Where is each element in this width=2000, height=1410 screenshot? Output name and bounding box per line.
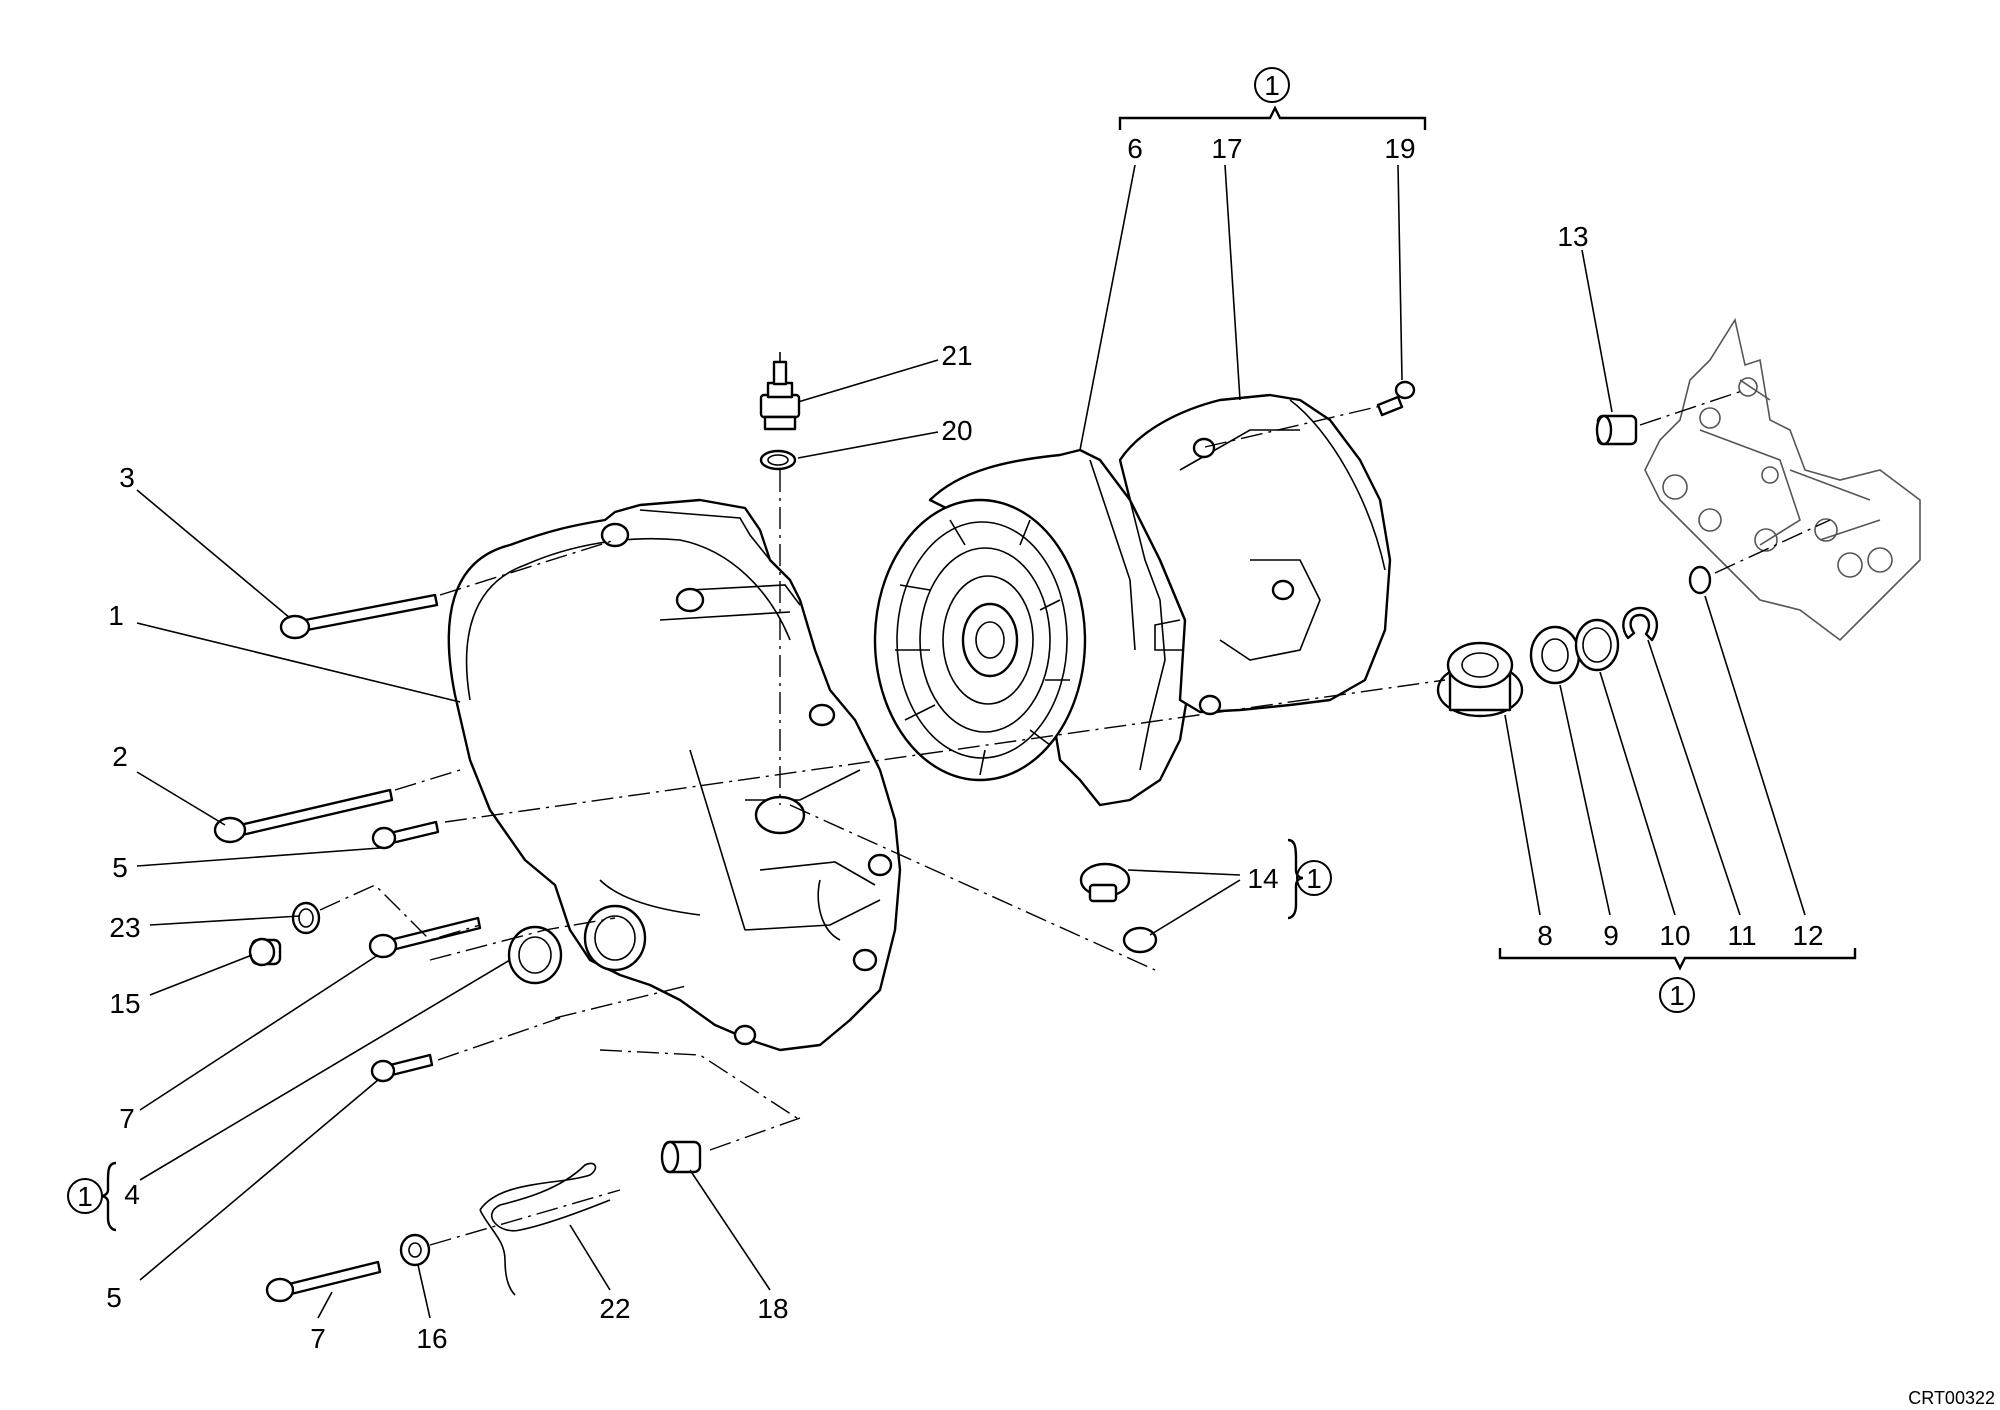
label-15: 15 [109,988,140,1019]
kit-symbol-right: 1 [1659,977,1695,1013]
washer-16 [399,1233,431,1267]
bolt-3 [279,593,439,640]
svg-text:1: 1 [77,1181,93,1212]
seal-4 [507,925,563,985]
engine-case-outline [1644,317,1921,642]
kit-brace-4 [100,1161,117,1232]
washer-23 [291,901,321,935]
label-8: 8 [1537,920,1553,951]
label-5a: 5 [112,852,128,883]
label-2: 2 [112,741,128,772]
cap-14 [1079,862,1131,903]
label-9: 9 [1603,920,1619,951]
svg-text:1: 1 [1669,980,1685,1011]
bolt-7-lower [265,1260,382,1303]
svg-text:1: 1 [1306,863,1322,894]
clutch-cover [447,498,902,1052]
spacer-8 [1436,641,1524,718]
oring-14 [1122,926,1158,954]
label-23: 23 [109,912,140,943]
screw-19 [1376,380,1416,417]
label-20: 20 [941,415,972,446]
bolt-7-upper [368,916,482,959]
label-6: 6 [1127,133,1143,164]
svg-text:1: 1 [1264,70,1280,101]
label-19: 19 [1384,133,1415,164]
assembly-axes [319,389,1831,1246]
oring-12 [1688,565,1712,595]
label-17: 17 [1211,133,1242,164]
label-16: 16 [416,1323,447,1354]
bushing-18 [660,1140,702,1174]
leader-lines [136,164,1806,1319]
kit-symbol-4: 1 [67,1178,103,1214]
spring-clip-22 [479,1162,611,1296]
sensor-21 [759,352,801,431]
label-13: 13 [1557,221,1588,252]
label-7b: 7 [310,1323,326,1354]
ring-9 [1529,625,1581,685]
circlip-11 [1622,606,1659,642]
bolt-2 [213,788,394,844]
label-22: 22 [599,1293,630,1324]
bushing-13 [1595,414,1638,446]
kit-bracket-right [1498,948,1857,971]
kit-symbol-14: 1 [1296,860,1332,896]
washer-20 [759,449,797,471]
screw-5-lower [370,1053,434,1083]
label-11: 11 [1727,920,1756,951]
label-3: 3 [119,462,135,493]
kit-bracket-top [1118,105,1427,130]
clutch-housing-17 [1118,393,1392,716]
label-12: 12 [1792,920,1823,951]
label-18: 18 [757,1293,788,1324]
label-10: 10 [1659,920,1690,951]
part-labels: 3 1 2 5 23 15 7 4 5 7 16 22 18 21 20 6 1… [106,133,1823,1354]
screw-5-upper [371,820,440,850]
label-5b: 5 [106,1282,122,1313]
plug-15 [248,937,282,967]
label-21: 21 [941,340,972,371]
clutch-plate-6 [873,448,1192,807]
label-1: 1 [108,600,124,631]
label-7a: 7 [119,1103,135,1134]
kit-symbol-top: 1 [1254,67,1290,103]
ring-10 [1574,618,1620,672]
drawing-code: CRT00322 [1908,1388,1995,1408]
label-14: 14 [1247,863,1278,894]
label-4: 4 [124,1179,140,1210]
kit-brace-14 [1287,838,1304,920]
